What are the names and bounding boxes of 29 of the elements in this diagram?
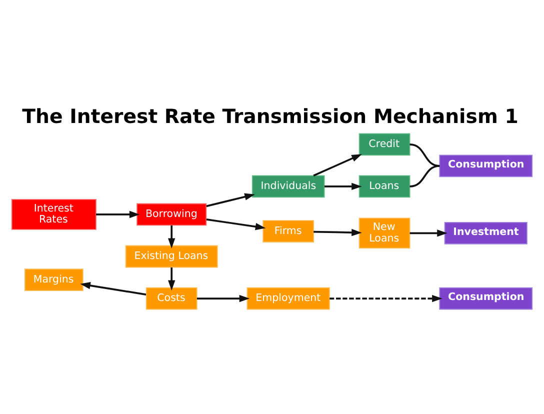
node-box: Costs xyxy=(146,287,198,310)
node-box: Consumption xyxy=(439,287,533,310)
arrow xyxy=(314,228,362,236)
node-box: New Loans xyxy=(358,218,410,249)
arrow xyxy=(96,210,140,218)
arrow xyxy=(206,218,266,230)
arrow xyxy=(80,282,146,296)
node-box: Margins xyxy=(24,268,84,292)
arrow xyxy=(410,230,448,237)
arrow xyxy=(206,193,255,208)
node-box: Employment xyxy=(246,287,330,310)
arrow xyxy=(330,294,442,302)
node-box: Investment xyxy=(444,222,528,244)
arrow xyxy=(168,225,176,248)
node-box: Loans xyxy=(358,175,410,198)
arrow xyxy=(313,154,362,176)
node-box: Borrowing xyxy=(136,203,207,226)
node-box: Existing Loans xyxy=(125,245,218,268)
arrow xyxy=(196,294,250,302)
node-box: Credit xyxy=(358,133,410,156)
arrow xyxy=(324,182,362,190)
node-box: Individuals xyxy=(252,175,325,198)
connector xyxy=(410,144,440,167)
node-box: Interest Rates xyxy=(11,199,96,230)
node-box: Consumption xyxy=(439,154,533,178)
arrow xyxy=(168,267,176,291)
node-box: Firms xyxy=(262,220,314,242)
diagram-title: The Interest Rate Transmission Mechanism 1 xyxy=(22,105,518,128)
connector xyxy=(410,164,440,188)
